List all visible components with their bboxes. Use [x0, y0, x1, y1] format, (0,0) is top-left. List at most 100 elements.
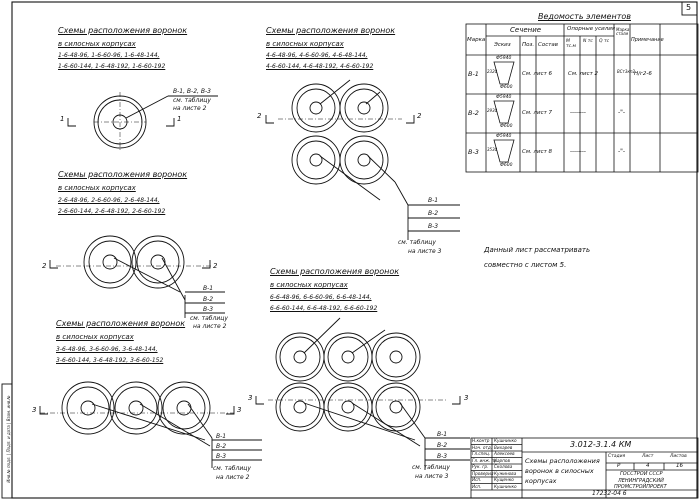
stamp-role4: Гл. инж. пр. — [472, 457, 499, 463]
scheme5-subtitle: в силосных корпусах — [56, 333, 134, 341]
row1-h: 2320 — [487, 69, 498, 74]
scheme3-line2: 2-6-60-144, 2-6-48-192, 2-6-60-192 — [58, 208, 166, 215]
scheme4-line2: 6-6-60-144, 6-6-48-192, 6-6-60-192 — [270, 305, 378, 312]
stamp-role3: Гл.спец. — [472, 451, 491, 456]
scheme4-subtitle: в силосных корпусах — [270, 281, 348, 289]
stamp-org3: ПРОМСТРОЙПРОЕКТ — [614, 484, 667, 490]
stamp-role6: Проверил — [472, 470, 494, 476]
scheme1-subtitle: в силосных корпусах — [58, 40, 136, 48]
stamp-role2: Нач. отд. — [472, 444, 493, 450]
scheme1-section-right: 1 — [177, 115, 182, 123]
scheme1-leader3: на листе 2 — [173, 105, 207, 112]
stamp-name2: Вихарев — [494, 444, 513, 450]
scheme4-section-left: 3 — [248, 394, 253, 402]
row3-comp: См. лист 8 — [522, 149, 553, 155]
scheme5-leader2: В-2 — [216, 443, 227, 450]
scheme1-section-left: 1 — [60, 115, 65, 123]
stamp-name8: Кушнинко — [494, 483, 517, 489]
th-q: Q тс — [599, 39, 610, 44]
side-stamp-box — [1, 383, 13, 499]
scheme5-leader3: В-3 — [216, 453, 227, 460]
row3-steel: -"- — [618, 148, 626, 155]
row3-h: 3530 — [487, 147, 498, 152]
stamp-stage-h1: Стадия — [608, 454, 626, 459]
scheme1-line1: 1-6-48-96, 1-6-60-96, 1-6-48-144, — [58, 52, 160, 59]
row3-dbot: Ф600 — [500, 163, 513, 168]
th-comp: Состав — [538, 42, 559, 48]
stamp-org1: ГОССТРОЙ СССР — [620, 471, 663, 477]
scheme2-leader5: на листе 3 — [408, 248, 442, 255]
stamp-role8: Исп. — [472, 483, 482, 489]
th-section: Сечение — [510, 26, 542, 34]
scheme5-drawing — [39, 381, 262, 468]
scheme5-leader5: на листе 2 — [216, 474, 250, 481]
stamp-desc2: воронок в силосных — [525, 467, 594, 475]
row2-steel: -"- — [618, 109, 626, 116]
stamp-desc1: Схемы расположения — [525, 457, 600, 465]
th-n: N тс — [583, 39, 593, 44]
row3-mark: В-3 — [468, 148, 479, 156]
stamp-name7: Кущенко — [494, 477, 514, 482]
stamp-code: 3.012-3.1.4 КМ — [570, 440, 632, 449]
scheme3-leader2: В-2 — [203, 296, 214, 303]
th-sketch: Эскиз — [494, 42, 511, 48]
page-number: 5 — [686, 3, 692, 12]
scheme2-drawing — [265, 79, 460, 240]
th-pos: Поз. — [522, 42, 535, 48]
scheme1-title: Схемы расположения воронок — [58, 26, 188, 35]
row2-dtop: Ф5940 — [496, 95, 512, 100]
row1-note: Н/г2-6 — [634, 71, 652, 77]
stamp-name4: Карпов — [494, 457, 510, 463]
scheme1-leader2: см. таблицу — [173, 97, 211, 104]
scheme4-leader1: В-1 — [437, 431, 448, 438]
row2-comp: См. лист 7 — [522, 110, 553, 116]
scheme3-subtitle: в силосных корпусах — [58, 184, 136, 192]
scheme4-leader2: В-2 — [437, 442, 448, 449]
table-title: Ведомость элементов — [538, 12, 631, 21]
scheme1-line2: 1-6-60-144, 1-6-48-192, 1-6-60-192 — [58, 63, 166, 70]
scheme4-leader3: В-3 — [437, 453, 448, 460]
scheme2-line1: 4-6-48-96, 4-6-60-96, 4-6-48-144, — [266, 52, 368, 59]
row1-mark: В-1 — [468, 70, 479, 78]
th-mark: Марка — [467, 37, 486, 43]
stamp-stage-v2: 4 — [646, 463, 650, 469]
stamp-stage-v1: Р — [617, 463, 621, 469]
scheme3-leader1: В-1 — [203, 285, 214, 292]
stamp-name1: Кушнинко — [494, 438, 517, 443]
row3-forces: -------- — [570, 149, 586, 155]
scheme2-leader3: В-3 — [428, 223, 439, 230]
scheme4-drawing — [255, 317, 470, 470]
scheme3-line1: 2-6-48-96, 2-6-60-96, 2-6-48-144, — [58, 197, 160, 204]
row1-dbot: Ф600 — [500, 85, 513, 90]
scheme2-leader4: см. таблицу — [398, 239, 436, 246]
title-block-grid — [470, 437, 699, 499]
stamp-role5: Рук. гр. — [472, 464, 489, 469]
scheme4-line1: 6-6-48-96, 6-6-60-96, 6-6-48-144, — [270, 294, 372, 301]
th-forces: Опорные усилия — [567, 26, 616, 32]
scheme4-leader5: на листе 3 — [415, 473, 449, 480]
stamp-footer: 17232-04 6 — [592, 490, 627, 497]
side-stamp-text: Инв.№ подл. | Подп. и дата | Взам. инв.№ — [6, 395, 11, 483]
scheme5-title: Схемы расположения воронок — [56, 319, 186, 328]
scheme2-line2: 4-6-60-144, 4-6-48-192, 4-6-60-192 — [266, 63, 374, 70]
note-line1: Данный лист рассматривать — [484, 246, 591, 254]
stamp-desc3: корпусах — [525, 477, 557, 485]
scheme3-leader3: В-3 — [203, 306, 214, 313]
scheme3-drawing — [49, 235, 225, 318]
stamp-name5: Сколова — [494, 464, 513, 469]
scheme5-section-right: 3 — [237, 406, 242, 414]
stamp-stage-h2: Лист — [642, 454, 654, 459]
stamp-role7: Исп. — [472, 477, 482, 482]
stamp-stage-h3: Листов — [670, 454, 687, 459]
scheme2-section-left: 2 — [257, 112, 262, 120]
row1-forces: См. лист 2 — [568, 71, 599, 77]
scheme3-section-right: 2 — [213, 262, 218, 270]
scheme5-line1: 3-6-48-96, 3-6-60-96, 3-6-48-144, — [56, 346, 158, 353]
scheme4-leader4: см. таблицу — [412, 464, 450, 471]
th-m: M тс.м — [566, 39, 576, 49]
scheme4-title: Схемы расположения воронок — [270, 267, 400, 276]
row2-dbot: Ф600 — [500, 124, 513, 129]
scheme4-section-right: 3 — [464, 394, 469, 402]
scheme1-leader1: В-1, В-2, В-3 — [173, 88, 211, 95]
